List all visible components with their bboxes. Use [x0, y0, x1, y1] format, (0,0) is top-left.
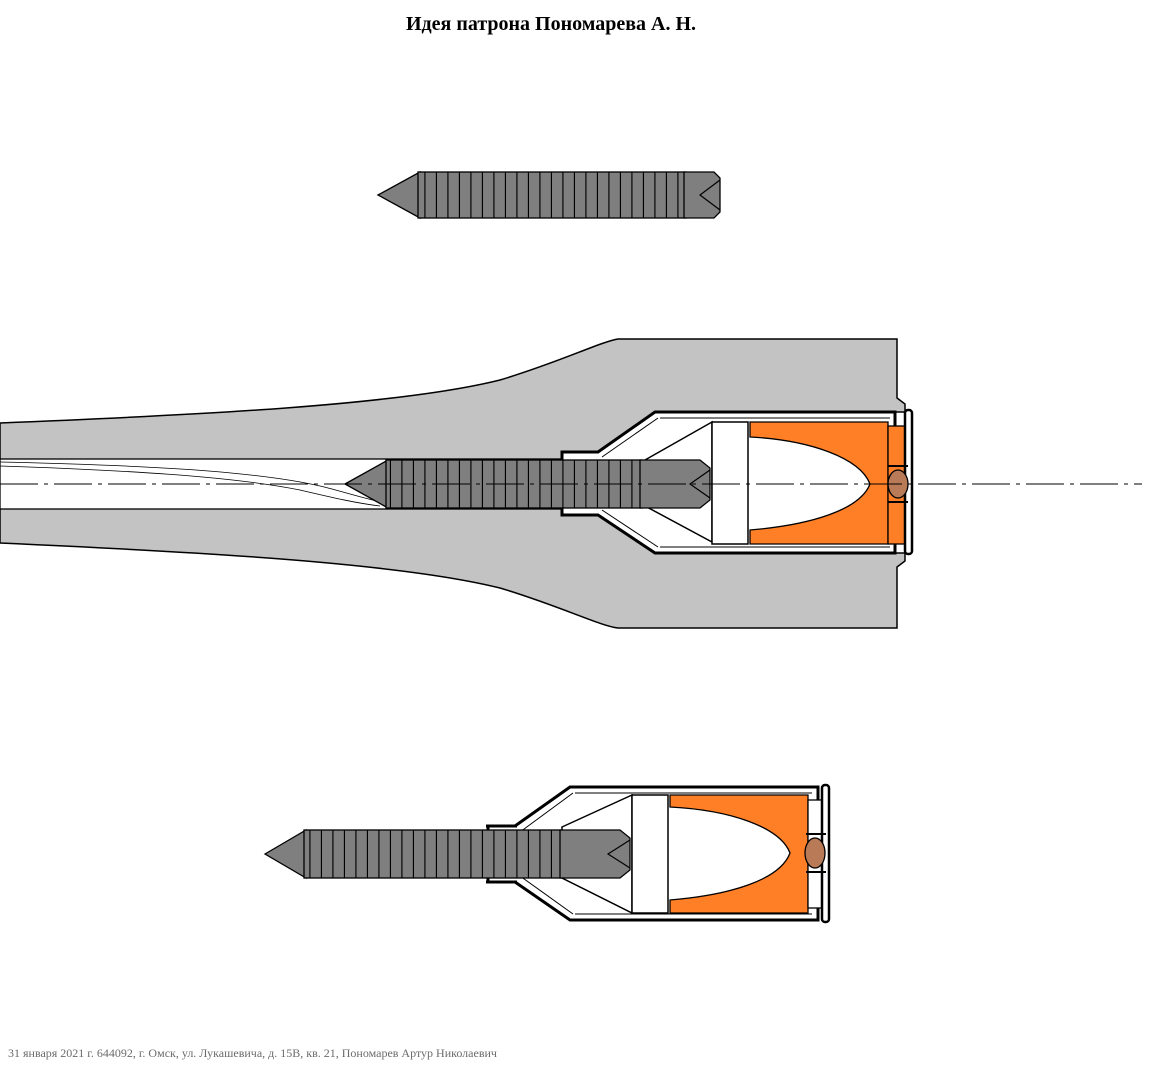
cartridge-case-inner-line [519, 792, 812, 915]
cartridge-projectile-tail [559, 829, 631, 879]
projectile-free-tail [683, 171, 721, 219]
barrel-assembly [0, 338, 1142, 629]
cartridge-propellant [669, 794, 809, 914]
rifling-line-2 [0, 461, 391, 505]
projectile-free [376, 170, 721, 220]
case-inner-line [601, 417, 890, 548]
propellant-charge [749, 421, 889, 545]
wad-disc [711, 421, 749, 545]
cartridge-projectile-ribs [306, 830, 558, 878]
cartridge-primer [804, 837, 826, 869]
cartridge-complete [263, 783, 831, 924]
footer-caption: 31 января 2021 г. 644092, г. Омск, ул. Л… [8, 1046, 497, 1060]
projectile-free-nose [376, 170, 421, 220]
cartridge-projectile-nose [263, 828, 307, 880]
projectile-free-tail-cone [699, 179, 721, 211]
projectile-chambered-tail-cone [688, 469, 711, 499]
projectile-free-ribs [420, 172, 680, 218]
cartridge-wad-disc [631, 794, 669, 914]
diagram-title: Идея патрона Пономарева А. Н. [405, 13, 697, 35]
cartridge-case [560, 408, 914, 556]
cartridge-projectile-tail-cone [606, 839, 631, 869]
